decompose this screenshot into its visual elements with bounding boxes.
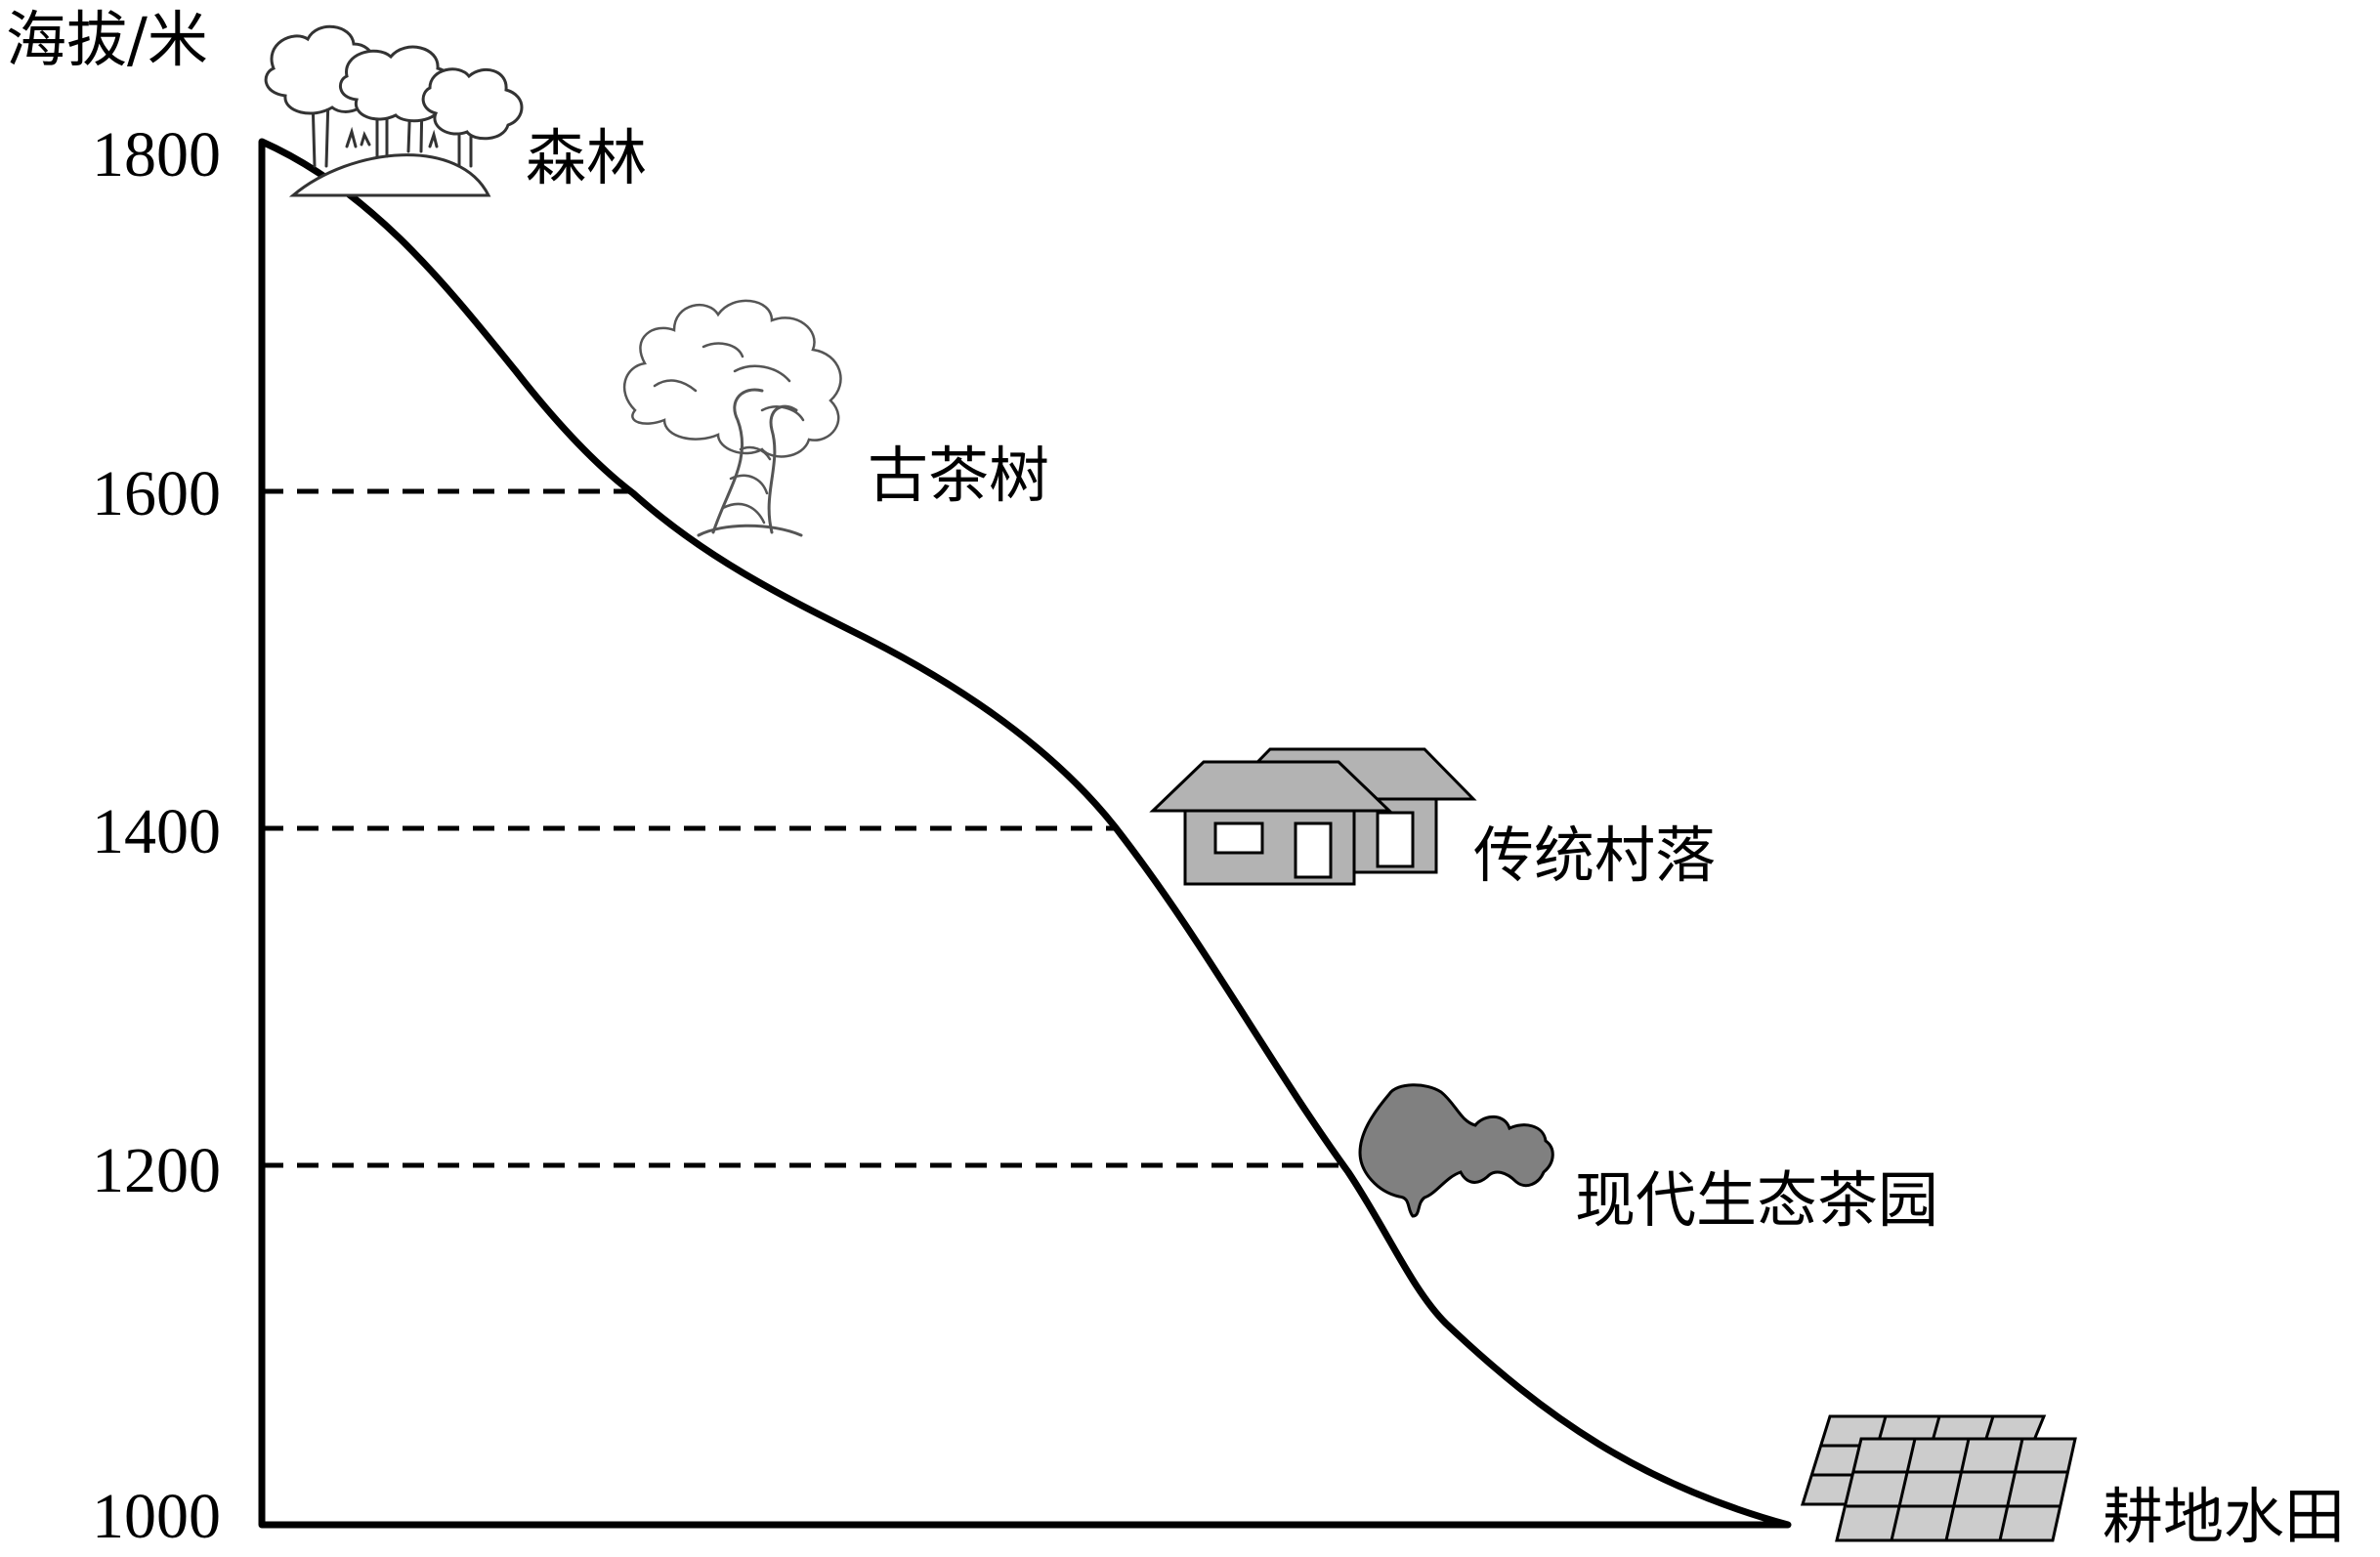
mountain-profile bbox=[258, 138, 1792, 1529]
forest-icon bbox=[264, 24, 524, 197]
paddy-field-icon bbox=[1800, 1414, 2077, 1542]
zone-label-paddy: 耕地水田 bbox=[2103, 1481, 2345, 1552]
tick-1600: 1600 bbox=[92, 458, 221, 529]
ancient-tea-tree-icon bbox=[623, 299, 842, 537]
village-houses-icon bbox=[1149, 747, 1477, 886]
tick-1000: 1000 bbox=[92, 1481, 221, 1552]
zone-label-forest: 森林 bbox=[526, 122, 647, 193]
zone-label-ancient-tea-tree: 古茶树 bbox=[868, 440, 1049, 511]
tea-bush-icon bbox=[1358, 1083, 1554, 1218]
tick-1800: 1800 bbox=[92, 119, 221, 190]
zone-label-village: 传统村落 bbox=[1473, 820, 1716, 891]
tick-1200: 1200 bbox=[92, 1135, 221, 1206]
tick-1400: 1400 bbox=[92, 796, 221, 867]
y-axis-title: 海拔/米 bbox=[6, 4, 208, 75]
zone-label-tea-garden: 现代生态茶园 bbox=[1575, 1164, 1938, 1236]
